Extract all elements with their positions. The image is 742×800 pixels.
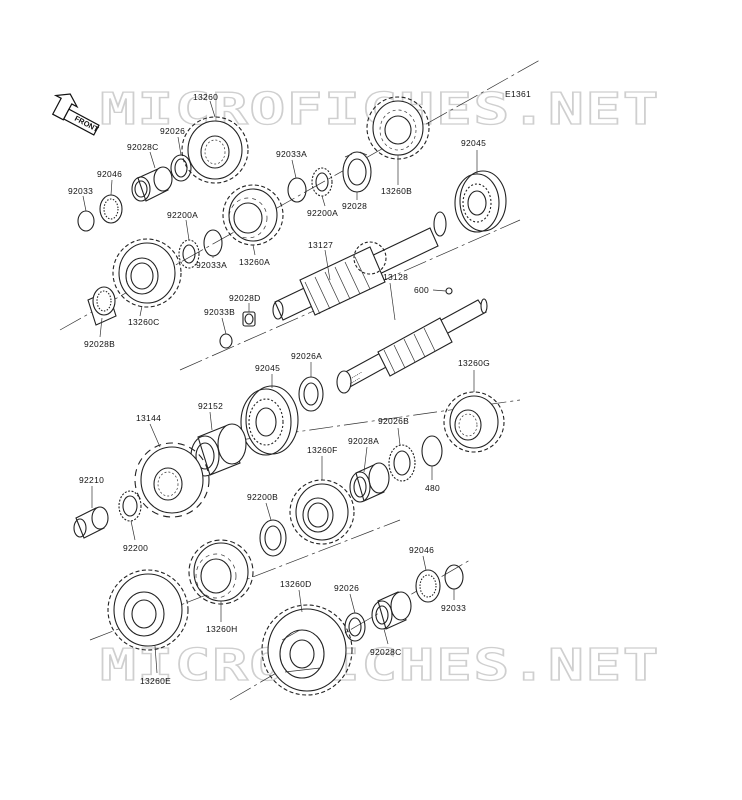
label-13260h: 13260H <box>206 624 238 634</box>
label-92033a-lower: 92033A <box>196 260 227 270</box>
sprocket-13144 <box>134 442 210 518</box>
gear-13260a <box>222 184 284 246</box>
label-13260a: 13260A <box>239 257 270 267</box>
watermark-bottom: MICROFICHES.NET <box>100 640 660 691</box>
gear-13260 <box>181 116 249 184</box>
ball-bearing-92045-top <box>454 170 507 233</box>
label-13260e: 13260E <box>140 676 171 686</box>
label-92200b: 92200B <box>247 492 278 502</box>
collar-92152 <box>190 423 247 477</box>
washer-92200b <box>259 519 287 557</box>
label-92026b: 92026B <box>378 416 409 426</box>
shaft-13127 <box>272 211 447 321</box>
label-92028b: 92028B <box>84 339 115 349</box>
label-92033-lower: 92033 <box>441 603 466 613</box>
label-92028c-top: 92028C <box>127 142 159 152</box>
label-92033b: 92033B <box>204 307 235 317</box>
bushing-92028a <box>349 462 390 503</box>
label-13260c: 13260C <box>128 317 160 327</box>
circlip-92033b <box>219 333 233 349</box>
washer-92200 <box>118 490 142 522</box>
label-92210: 92210 <box>79 475 104 485</box>
leader-lines <box>82 100 478 674</box>
label-13127: 13127 <box>308 240 333 250</box>
pin-600 <box>445 287 453 295</box>
label-92028a: 92028A <box>348 436 379 446</box>
gear-13260e <box>107 569 189 651</box>
label-92045-top: 92045 <box>461 138 486 148</box>
circlip-92033-lower <box>444 564 464 590</box>
label-13260b: 13260B <box>381 186 412 196</box>
label-92033-top: 92033 <box>68 186 93 196</box>
front-arrow-icon <box>51 93 100 136</box>
bushing-92028b <box>87 286 117 326</box>
circlip-92033a-top <box>287 177 307 203</box>
circlip-92033-top <box>77 210 95 232</box>
sleeve-92028c-top <box>131 166 173 202</box>
diagram-code: E1361 <box>505 89 531 99</box>
label-92033a-top: 92033A <box>276 149 307 159</box>
gear-13260h <box>188 539 254 605</box>
label-13260f: 13260F <box>307 445 338 455</box>
label-92152: 92152 <box>198 401 223 411</box>
label-92045-mid: 92045 <box>255 363 280 373</box>
label-92046-lower: 92046 <box>409 545 434 555</box>
label-92028d: 92028D <box>229 293 261 303</box>
needle-bearing-92046-lower <box>415 569 441 603</box>
circlip-92033a-lower <box>203 229 223 257</box>
bushing-92028d <box>242 311 256 327</box>
sleeve-92028c-lower <box>371 591 412 630</box>
label-13128: 13128 <box>383 272 408 282</box>
nut-92210 <box>73 506 109 539</box>
part-labels: 13260 92026 92028C 92046 92033 92200A 92… <box>68 92 490 686</box>
label-92200a-lower: 92200A <box>167 210 198 220</box>
label-13144: 13144 <box>136 413 161 423</box>
washer-92026a <box>298 376 324 412</box>
circlip-480 <box>421 435 443 467</box>
label-92028c-lower: 92028C <box>370 647 402 657</box>
ball-bearing-92045-mid <box>240 385 299 456</box>
gear-13260d <box>261 604 353 696</box>
label-13260g: 13260G <box>458 358 490 368</box>
label-92026-lower: 92026 <box>334 583 359 593</box>
gear-13260c <box>112 238 182 308</box>
label-92026a: 92026A <box>291 351 322 361</box>
gear-13260g <box>443 391 505 453</box>
label-600: 600 <box>414 285 429 295</box>
label-92200: 92200 <box>123 543 148 553</box>
label-480: 480 <box>425 483 440 493</box>
washer-92026b <box>388 444 416 482</box>
label-92028: 92028 <box>342 201 367 211</box>
label-13260d: 13260D <box>280 579 312 589</box>
needle-bearing-92046-top <box>99 194 123 224</box>
label-92046-top: 92046 <box>97 169 122 179</box>
shaft-13128 <box>336 298 488 394</box>
washer-92026-top <box>170 154 192 182</box>
label-92200a-top: 92200A <box>307 208 338 218</box>
bushing-92028 <box>342 151 372 193</box>
label-13260: 13260 <box>193 92 218 102</box>
gear-13260f <box>289 479 355 545</box>
label-92026-top: 92026 <box>160 126 185 136</box>
washer-92200a-top <box>311 167 333 197</box>
